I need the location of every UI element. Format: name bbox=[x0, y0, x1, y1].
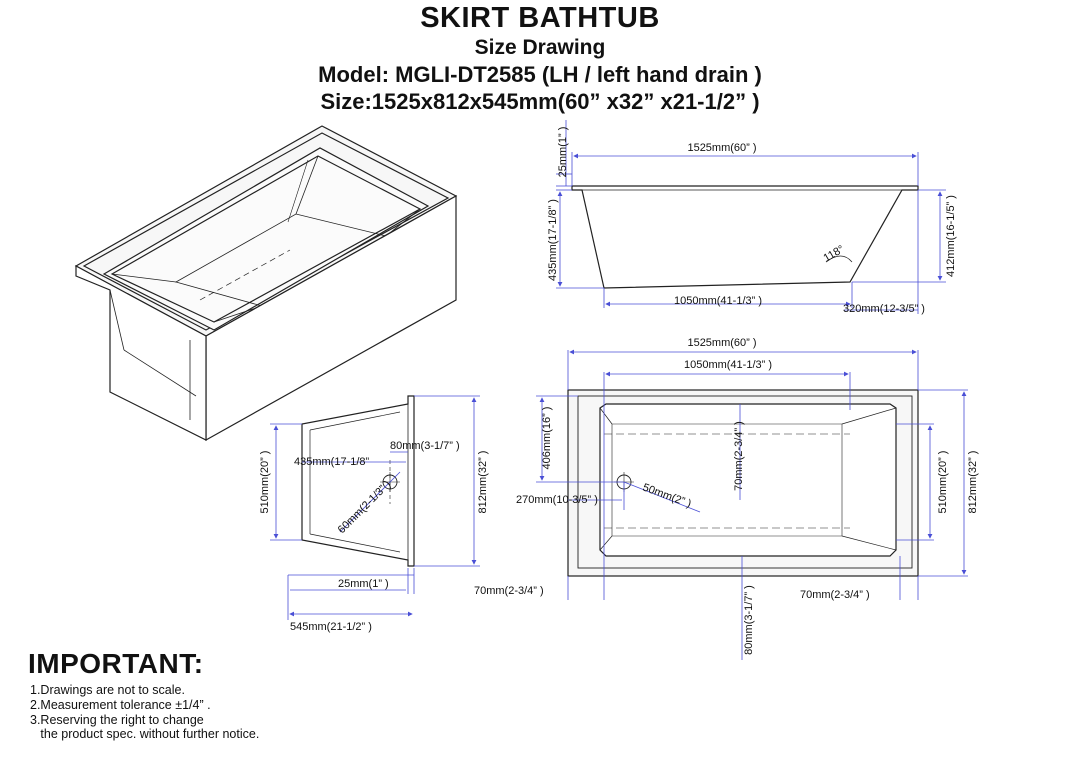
note-item: 2.Measurement tolerance ±1/4” . bbox=[30, 698, 211, 712]
side-length-label: 1525mm(60” ) bbox=[687, 142, 756, 154]
size-line: Size:1525x812x545mm(60” x32” x21-1/2” ) bbox=[320, 89, 760, 114]
side-bottom-label: 1050mm(41-1/3” ) bbox=[674, 295, 762, 307]
perspective-view bbox=[74, 125, 458, 442]
top-inner-length-label: 1050mm(41-1/3” ) bbox=[684, 359, 772, 371]
top-width-label: 812mm(32” ) bbox=[967, 451, 979, 514]
end-drain-offset-label: 80mm(3-1/7” ) bbox=[390, 440, 460, 452]
important-heading: IMPORTANT: bbox=[28, 648, 204, 679]
end-outer-width-label: 812mm(32” ) bbox=[477, 451, 489, 514]
side-height-right-label: 412mm(16-1/5” ) bbox=[945, 195, 957, 277]
top-drain-center-label: 70mm(2-3/4” ) bbox=[733, 421, 745, 491]
top-length-label: 1525mm(60” ) bbox=[687, 337, 756, 349]
side-view: 1525mm(60” ) 25mm(1” ) 435mm(17-1/8” ) 4… bbox=[547, 120, 957, 315]
top-right-edge-label: 70mm(2-3/4” ) bbox=[800, 589, 870, 601]
end-inner-width-label: 510mm(20” ) bbox=[259, 451, 271, 514]
note-item: 1.Drawings are not to scale. bbox=[30, 683, 185, 697]
side-rim-label: 25mm(1” ) bbox=[557, 127, 569, 178]
end-depth-label: 435mm(17-1/8” bbox=[294, 456, 370, 468]
top-bottom-edge-label: 80mm(3-1/7” ) bbox=[743, 585, 755, 655]
end-view: 510mm(20” ) 812mm(32” ) 435mm(17-1/8” 80… bbox=[259, 395, 489, 633]
top-drain-side-label: 406mm(16” ) bbox=[541, 407, 553, 470]
page-title: SKIRT BATHTUB bbox=[420, 2, 660, 34]
model-line: Model: MGLI-DT2585 (LH / left hand drain… bbox=[318, 62, 762, 87]
end-rim-label: 25mm(1” ) bbox=[338, 578, 389, 590]
side-height-left-label: 435mm(17-1/8” ) bbox=[547, 199, 559, 281]
top-drain-end-label: 270mm(10-3/5” ) bbox=[516, 494, 598, 506]
top-left-edge-label: 70mm(2-3/4” ) bbox=[474, 585, 544, 597]
side-skirt-label: 320mm(12-3/5” ) bbox=[843, 303, 925, 315]
top-inner-width-label: 510mm(20” ) bbox=[937, 451, 949, 514]
end-height-label: 545mm(21-1/2” ) bbox=[290, 621, 372, 633]
page-subtitle: Size Drawing bbox=[474, 36, 606, 59]
top-view: 1525mm(60” ) 1050mm(41-1/3” ) 406mm(16” … bbox=[474, 337, 979, 660]
note-item: 3.Reserving the right to change bbox=[30, 713, 204, 727]
note-item: the product spec. without further notice… bbox=[30, 727, 260, 741]
